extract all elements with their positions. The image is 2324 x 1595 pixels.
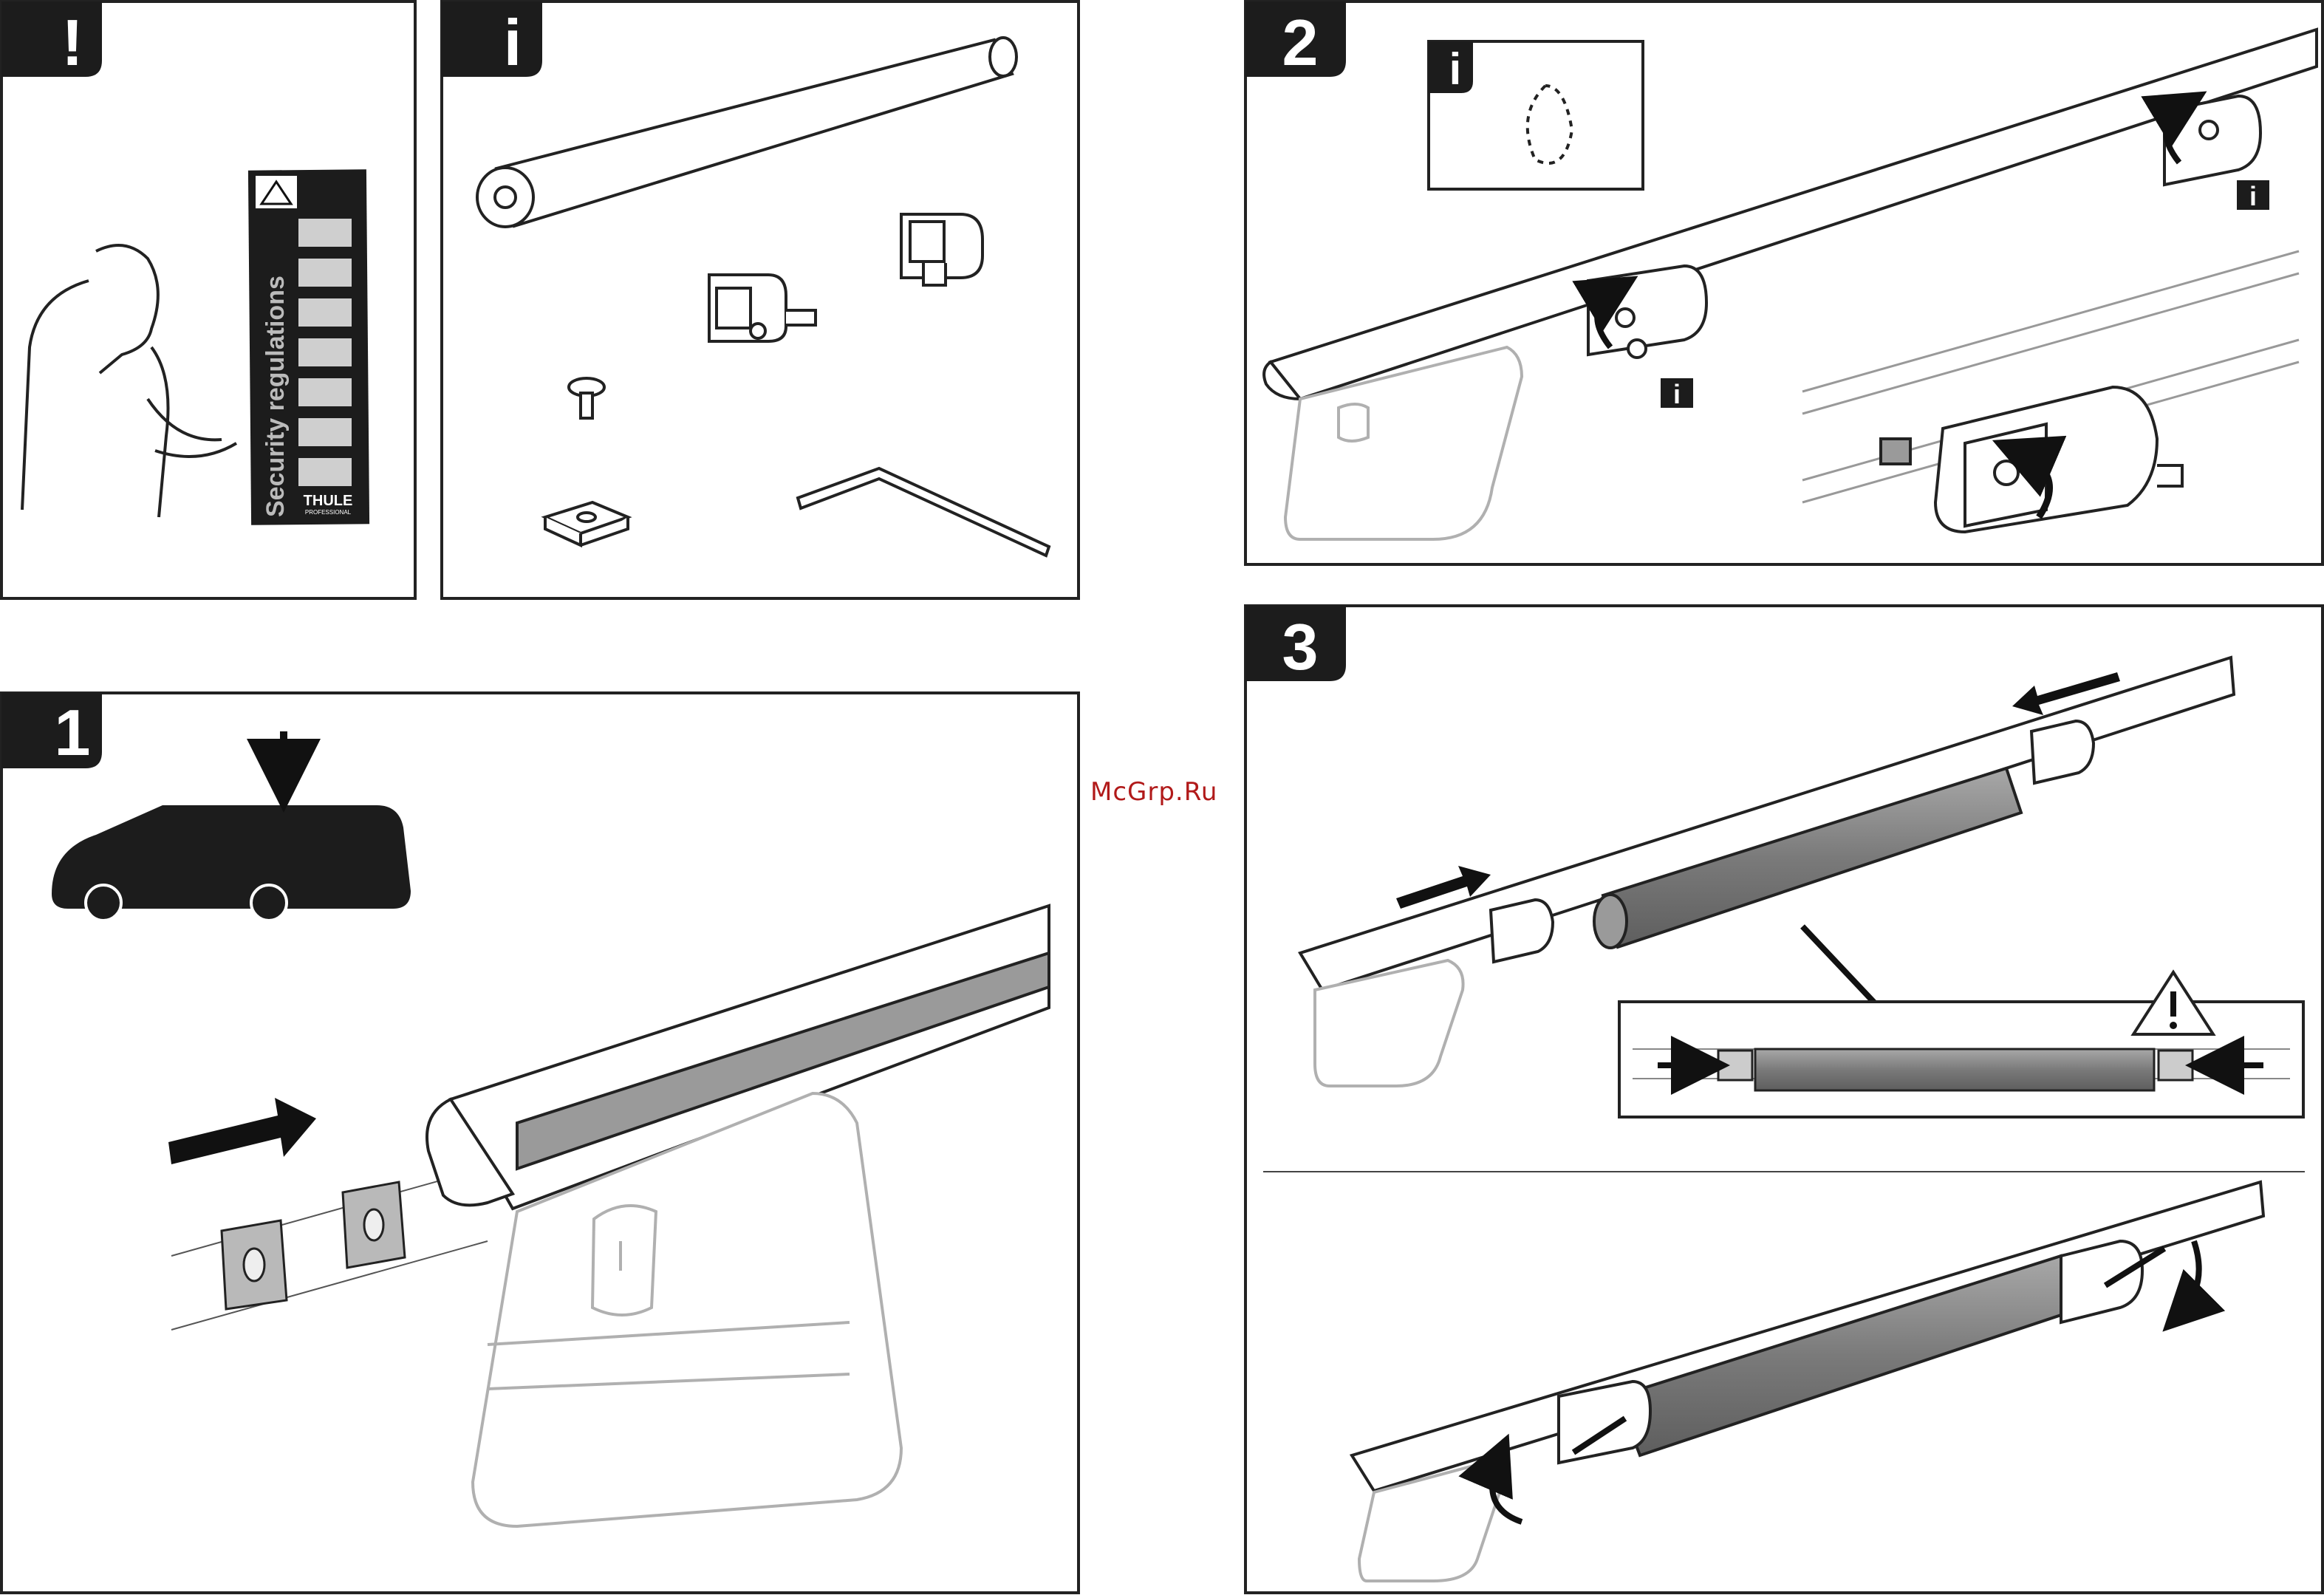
square-nut (343, 1182, 405, 1268)
arrow-right-icon (168, 1098, 316, 1164)
badge-info-label: i (504, 6, 522, 79)
badge-step-2-label: 2 (1282, 6, 1319, 79)
load-stop-rod (477, 38, 1016, 227)
badge-step-1-label: 1 (55, 696, 91, 769)
bracket-part (901, 214, 982, 285)
detail-box (1619, 972, 2303, 1117)
bracket (2031, 721, 2094, 783)
panel-step-3: 3 (1245, 606, 2323, 1593)
bracket-part (709, 275, 816, 341)
panel-parts: i (442, 1, 1079, 598)
booklet-brand-sub: PROFESSIONAL (305, 509, 352, 516)
screw-part (569, 378, 604, 418)
pointer-line (1802, 926, 1876, 1005)
watermark: McGrp.Ru (1090, 777, 1217, 807)
panel-warning: ! Security regulations THULE PROFESSIONA… (1, 1, 415, 598)
manual-booklet: Security regulations THULE PROFESSIONAL (248, 169, 369, 525)
badge-warning-label: ! (61, 6, 83, 79)
roof-rail (1300, 658, 2234, 990)
booklet-brand: THULE (304, 493, 353, 509)
square-nut-part (545, 502, 628, 545)
badge-warning (1, 1, 102, 77)
allen-key-part (798, 468, 1049, 556)
panel-step-1: 1 (1, 693, 1079, 1593)
van-silhouette (52, 805, 411, 921)
bracket (1491, 900, 1553, 962)
panel-step-2: 2 i i i (1245, 1, 2323, 564)
badge-inset-info-label: i (1449, 44, 1462, 94)
badge-small-info-label-2: i (2249, 181, 2257, 211)
person-reading-illustration (22, 245, 236, 517)
rotate-arrow-icon (2179, 1241, 2199, 1315)
square-nut (222, 1220, 287, 1309)
badge-info (442, 1, 542, 77)
booklet-title: Security regulations (262, 276, 290, 517)
badge-step-3-label: 3 (1282, 610, 1319, 683)
roof-rail (1264, 30, 2317, 399)
badge-small-info-label-1: i (1673, 379, 1681, 409)
